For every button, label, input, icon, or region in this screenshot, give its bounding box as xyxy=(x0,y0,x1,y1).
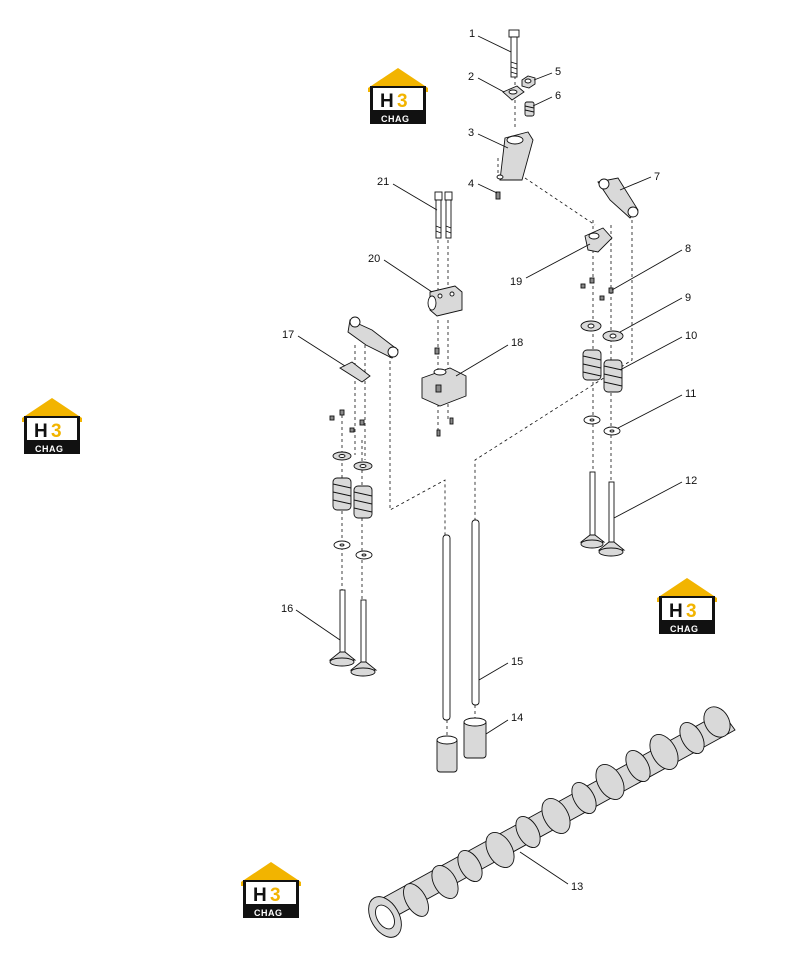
callout-16: 16 xyxy=(281,603,293,615)
callout-8: 8 xyxy=(685,243,691,255)
logo-letter-3: 3 xyxy=(270,885,281,906)
part-6-spring xyxy=(524,101,535,117)
alignment-lines xyxy=(341,70,633,745)
logo-letter-h: H xyxy=(380,91,394,112)
part-16-valve xyxy=(328,589,378,677)
callout-7: 7 xyxy=(654,171,660,183)
part-4-pin xyxy=(495,191,501,200)
logo-subtitle: CHAG xyxy=(381,114,410,124)
part-9-spring-retainer xyxy=(580,320,624,342)
part-20-shaft-block xyxy=(427,285,463,317)
leader-lines xyxy=(295,35,683,885)
part-21-bolts xyxy=(434,191,453,239)
part-2-clamp xyxy=(502,85,525,101)
callout-4: 4 xyxy=(468,178,474,190)
callout-13: 13 xyxy=(571,881,583,893)
part-14-tappets xyxy=(436,717,487,773)
callout-14: 14 xyxy=(511,712,523,724)
callout-15: 15 xyxy=(511,656,523,668)
brand-logo: H 3 CHAG xyxy=(22,398,82,454)
brand-logo: H 3 CHAG xyxy=(368,68,428,124)
logo-letter-h: H xyxy=(253,885,267,906)
part-spring-retainer-left xyxy=(332,451,373,471)
callout-3: 3 xyxy=(468,127,474,139)
part-3-shaft-support xyxy=(496,131,534,181)
part-valve-keepers-left xyxy=(329,409,365,433)
part-13-camshaft xyxy=(368,706,736,938)
part-11-washer xyxy=(583,415,621,436)
part-5-nut xyxy=(521,75,536,89)
brand-logo: H 3 CHAG xyxy=(241,862,301,918)
callout-5: 5 xyxy=(555,66,561,78)
callout-9: 9 xyxy=(685,292,691,304)
part-8-valve-keepers xyxy=(580,277,614,301)
brand-logo: H 3 CHAG xyxy=(657,578,717,634)
part-17-rocker-arm xyxy=(339,316,399,383)
part-19-bracket xyxy=(584,227,613,253)
part-washer-left xyxy=(333,540,373,560)
logo-letter-h: H xyxy=(669,601,683,622)
logo-letter-3: 3 xyxy=(686,601,697,622)
callout-21: 21 xyxy=(377,176,389,188)
callout-11: 11 xyxy=(685,388,696,400)
part-1-bolt xyxy=(508,29,520,78)
part-12-valve xyxy=(579,471,626,557)
callout-18: 18 xyxy=(511,337,523,349)
logo-letter-3: 3 xyxy=(51,421,62,442)
logo-subtitle: CHAG xyxy=(35,444,64,454)
part-18-support-block xyxy=(421,347,467,437)
part-15-push-rods xyxy=(442,519,480,721)
callout-10: 10 xyxy=(685,330,697,342)
callout-6: 6 xyxy=(555,90,561,102)
logo-subtitle: CHAG xyxy=(670,624,699,634)
callout-19: 19 xyxy=(510,276,522,288)
callout-numbers: 1 2 3 4 5 6 7 8 9 10 11 12 13 14 15 16 1… xyxy=(281,28,697,893)
callout-2: 2 xyxy=(468,71,474,83)
callout-12: 12 xyxy=(685,475,697,487)
part-valve-spring-left xyxy=(332,477,373,519)
part-7-rocker-arm xyxy=(597,177,639,219)
part-10-valve-spring xyxy=(582,349,623,393)
logo-letter-3: 3 xyxy=(397,91,408,112)
callout-17: 17 xyxy=(282,329,294,341)
callout-20: 20 xyxy=(368,253,380,265)
logo-letter-h: H xyxy=(34,421,48,442)
logo-subtitle: CHAG xyxy=(254,908,283,918)
callout-1: 1 xyxy=(469,28,475,40)
